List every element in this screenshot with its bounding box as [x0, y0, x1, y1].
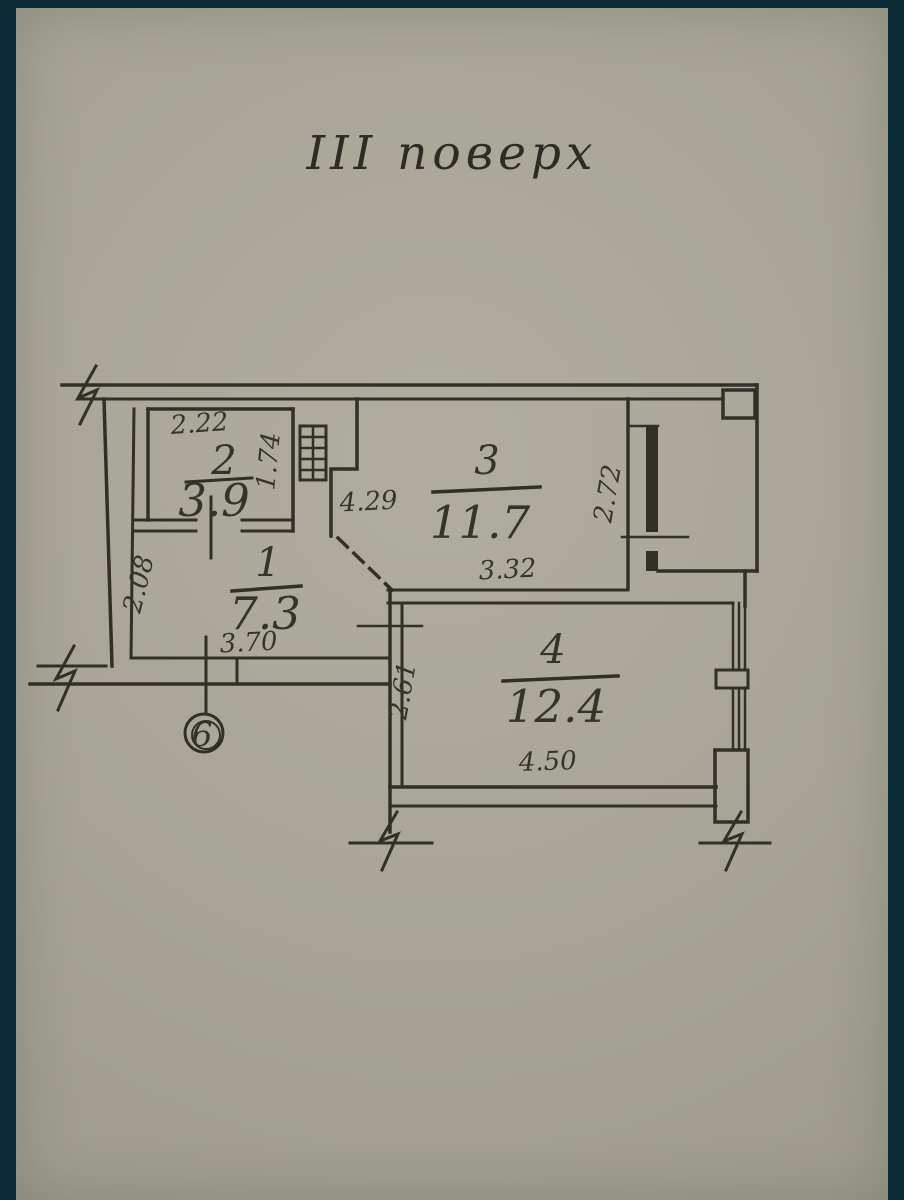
wall-fill-upper [646, 426, 658, 532]
dim-room3-bottom: 3.32 [478, 554, 537, 587]
axis-marker-label: 6 [192, 715, 213, 754]
room-1-area: 7.3 [229, 587, 301, 640]
balcony [656, 383, 759, 608]
balcony-corner-block [721, 388, 757, 420]
break-mark-bottom-right [720, 809, 745, 872]
dim-room1-left: 2.08 [117, 552, 160, 616]
window-tab [714, 668, 750, 690]
dim-room2-right: 1.74 [251, 431, 287, 492]
room-3-area: 11.7 [430, 496, 531, 549]
vent-shaft [298, 424, 328, 482]
break-mark-top-left [74, 363, 101, 427]
dim-room3-right: 2.72 [588, 463, 628, 526]
left-wall-outer [102, 397, 114, 668]
wall-fill-lower [646, 551, 658, 571]
outer-walls [60, 363, 759, 668]
window-lines-upper [731, 601, 747, 672]
break-mark-bottom-left [376, 809, 401, 872]
dim-room2-top: 2.22 [169, 407, 230, 441]
break-mark-left [52, 643, 78, 712]
room-4-walls [348, 588, 772, 872]
dim-room1-bottom: 3.70 [219, 627, 278, 660]
room-4-area: 12.4 [506, 680, 606, 733]
axis-circle-outer [183, 712, 225, 754]
room-2-area: 3.9 [178, 474, 250, 527]
room-3-fraction-bar [431, 485, 542, 494]
vent-grid [298, 424, 328, 482]
axis-marker: 6 [183, 635, 225, 754]
room-1-number: 1 [255, 540, 280, 586]
axis-circle-inner [191, 720, 221, 750]
dashed-opening-line [335, 535, 395, 593]
room-4-fraction-bar [501, 674, 620, 683]
room-2-walls [132, 407, 295, 560]
room-2-number: 2 [210, 438, 236, 484]
room3-left [329, 397, 359, 538]
room-3-number: 3 [474, 438, 499, 484]
room-4-number: 4 [539, 627, 565, 673]
dim-room4-bottom: 4.50 [517, 746, 577, 778]
pier-outline [713, 748, 750, 824]
dim-room3-left: 4.29 [338, 486, 398, 519]
room-3-walls [329, 397, 735, 605]
room-2-fraction-bar [184, 476, 254, 484]
window-lines-lower [731, 686, 747, 752]
left-wall-inner [129, 407, 136, 660]
room-1-fraction-bar [230, 584, 303, 593]
floor-title: III поверх [306, 126, 598, 181]
window-symbol [713, 601, 750, 824]
room-1-walls [28, 643, 392, 712]
